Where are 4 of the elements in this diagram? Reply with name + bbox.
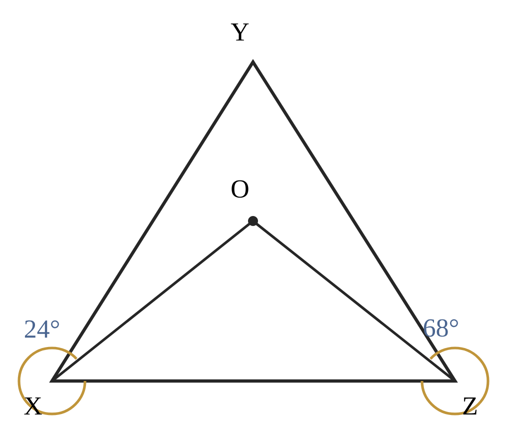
- vertex-label: Y: [230, 23, 249, 40]
- angle-label: 24°: [24, 320, 59, 338]
- angle-label: 68°: [424, 319, 458, 337]
- point-label: O: [232, 180, 248, 198]
